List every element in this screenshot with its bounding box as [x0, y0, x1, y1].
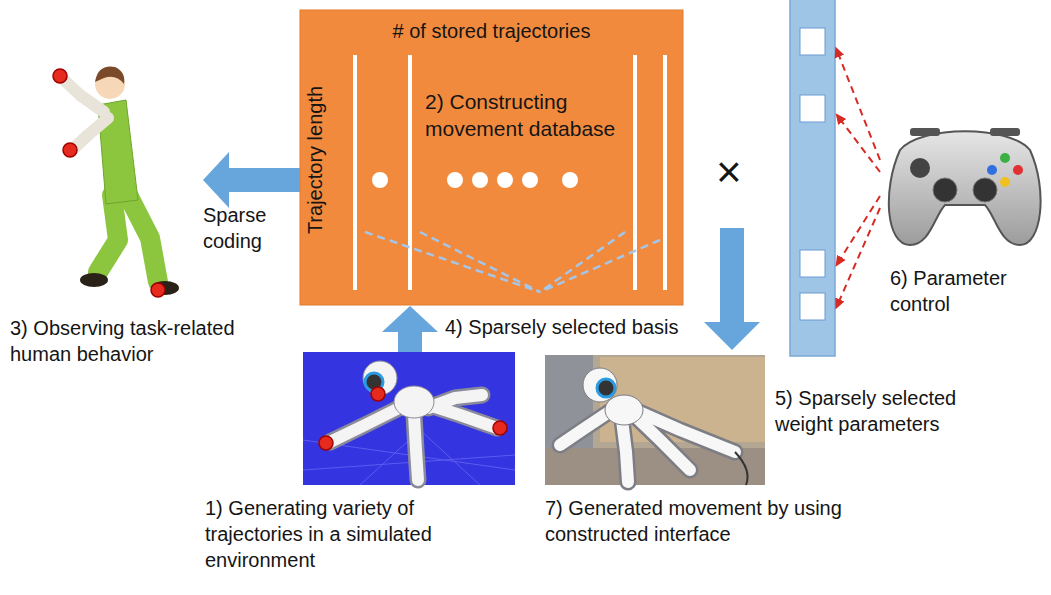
output-arrow: [704, 228, 760, 350]
simulation-image: 1) Generating variety of trajectories in…: [303, 352, 515, 485]
step-caption: 3) Observing task-related human behavior: [10, 315, 280, 367]
robot-limb-outline: [560, 408, 735, 482]
gamepad-button: [1000, 153, 1010, 163]
robot-limb: [560, 408, 735, 482]
marker-dot: [63, 143, 77, 157]
database-box: # of stored trajectories 2) Constructing …: [300, 10, 683, 305]
human-arm: [72, 118, 108, 150]
marker-dot: [319, 436, 333, 450]
simulation-ground: [303, 352, 515, 485]
ellipsis-dot: [472, 172, 488, 188]
human-leg: [98, 195, 118, 272]
robot-face: [597, 379, 615, 397]
marker-dot: [151, 283, 165, 297]
robot-cable: [735, 452, 748, 485]
ellipsis-dot: [447, 172, 463, 188]
weight-bar: 5) Sparsely selected weight parameters: [790, 0, 835, 356]
basis-selection-line: [365, 232, 660, 292]
flow-arrow: [228, 180, 300, 181]
flow-arrow: [410, 331, 411, 352]
weight-square: [800, 28, 825, 55]
gamepad: 6) Parameter control: [880, 122, 1043, 250]
gamepad-dpad: [910, 158, 930, 178]
gamepad-button: [1000, 177, 1010, 187]
ellipsis-dot: [372, 172, 388, 188]
ellipsis-dot: [497, 172, 513, 188]
control-connector: [839, 56, 880, 301]
callout-label: 4) Sparsely selected basis: [445, 314, 678, 340]
operator-symbol: ×: [716, 148, 742, 196]
marker-dot: [53, 69, 67, 83]
control-arrow-path: [841, 196, 880, 258]
robot-torso: [605, 395, 643, 425]
gamepad-illustration: [889, 128, 1041, 245]
gamepad-bumper: [990, 128, 1020, 136]
weight-bar-illustration: [790, 0, 835, 356]
axis-label: # of stored trajectories: [300, 18, 683, 44]
marker-dot: [371, 387, 385, 401]
step-caption: 6) Parameter control: [890, 265, 1030, 317]
human-leg: [128, 195, 158, 282]
robot-photo: 7) Generated movement by using construct…: [545, 355, 765, 485]
gamepad-bumper: [910, 128, 940, 136]
trajectory-line: [663, 55, 667, 290]
flow-arrow-path: [398, 331, 422, 352]
photo-wall: [545, 355, 765, 485]
robot-torso: [394, 386, 434, 418]
weight-square: [800, 293, 825, 320]
simulation-illustration: [303, 352, 515, 485]
gamepad-stick: [933, 178, 957, 202]
gamepad-button: [1013, 165, 1023, 175]
weight-square: [800, 250, 825, 277]
control-arrow-path: [839, 208, 880, 300]
robot-photo-illustration: [545, 355, 765, 485]
step-title: 2) Constructing movement database: [425, 88, 625, 143]
weight-bar-fill: [790, 0, 835, 356]
step-caption: 1) Generating variety of trajectories in…: [205, 495, 495, 573]
weight-square: [800, 95, 825, 122]
trajectory-line: [633, 55, 637, 290]
human-hair: [95, 67, 124, 84]
axis-label: Trajectory length: [302, 86, 328, 234]
arrow-head: [704, 322, 760, 350]
trajectory-line: [408, 55, 412, 290]
database-fill: [300, 10, 683, 305]
gamepad-button: [987, 165, 997, 175]
gamepad-stick: [973, 178, 997, 202]
flow-arrow-path: [228, 168, 300, 192]
marker-dot: [493, 421, 507, 435]
gamepad-body: [889, 131, 1041, 245]
ellipsis-dot: [562, 172, 578, 188]
human-shoe: [80, 273, 108, 287]
trajectory-line: [353, 55, 357, 290]
human-figure: 3) Observing task-related human behavior: [40, 65, 202, 305]
database-panel: [300, 10, 683, 305]
step-caption: 7) Generated movement by using construct…: [545, 495, 845, 547]
robot-head: [583, 368, 617, 402]
ellipsis-dot: [522, 172, 538, 188]
human-figure-illustration: [53, 67, 179, 297]
arrow-body: [720, 228, 744, 324]
step-caption: 5) Sparsely selected weight parameters: [775, 385, 1010, 437]
control-arrow-path: [839, 56, 880, 160]
edge-label: Sparse coding: [203, 202, 295, 254]
control-arrow-path: [842, 121, 880, 172]
